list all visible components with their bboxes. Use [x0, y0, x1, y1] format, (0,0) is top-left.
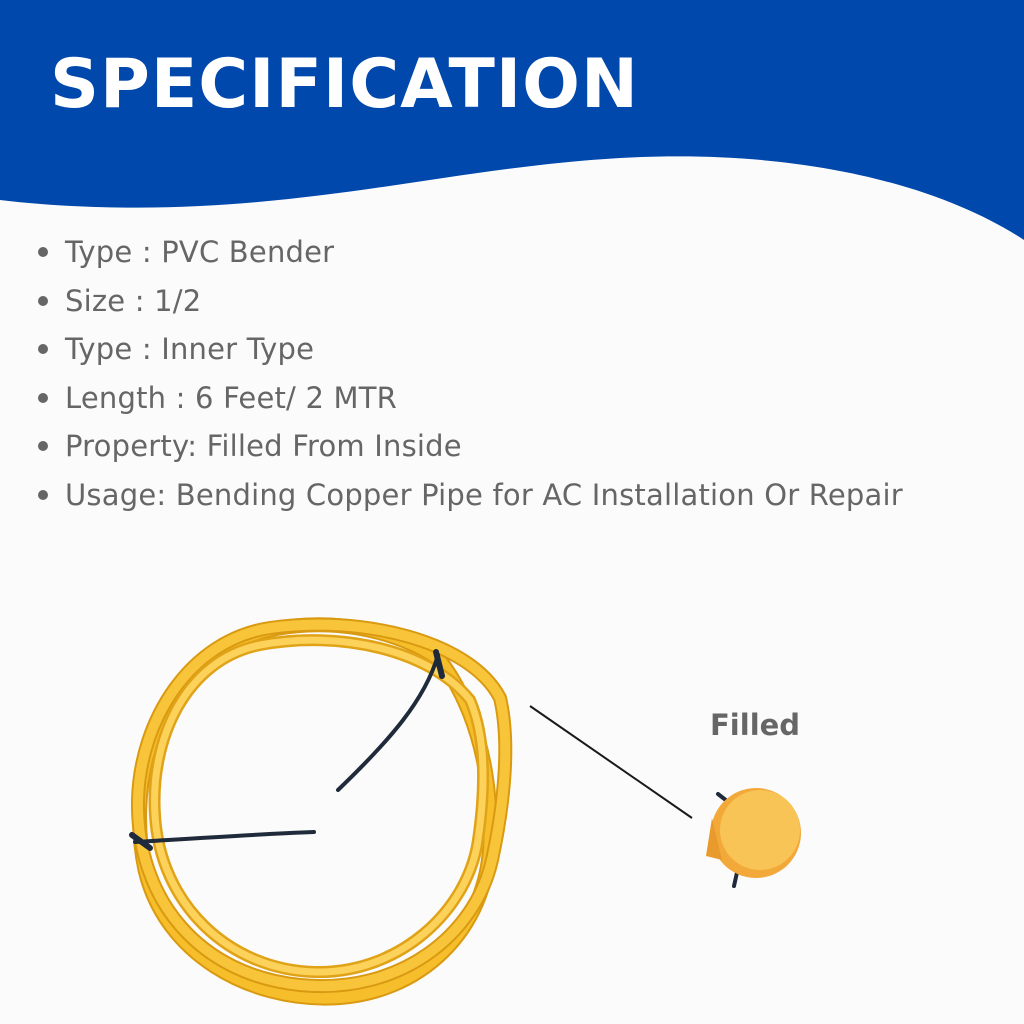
spec-text: Size : 1/2 [65, 283, 202, 318]
spec-item: Type : Inner Type [38, 325, 903, 374]
spec-item: Property: Filled From Inside [38, 422, 903, 471]
bullet-icon [38, 392, 48, 403]
spec-list: Type : PVC Bender Size : 1/2 Type : Inne… [38, 228, 903, 519]
spec-item: Usage: Bending Copper Pipe for AC Instal… [38, 471, 903, 520]
bullet-icon [38, 344, 48, 355]
page-title: SPECIFICATION [50, 45, 639, 124]
spec-text: Property: Filled From Inside [65, 429, 462, 464]
bullet-icon [38, 247, 48, 258]
spec-item: Size : 1/2 [38, 277, 903, 326]
spec-text: Length : 6 Feet/ 2 MTR [65, 380, 397, 415]
bullet-icon [38, 489, 48, 500]
cable-tie [129, 649, 445, 851]
filled-label: Filled [710, 708, 801, 742]
bullet-icon [38, 441, 48, 452]
pipe-coil [130, 617, 513, 1006]
bullet-icon [38, 295, 48, 306]
spec-item: Length : 6 Feet/ 2 MTR [38, 374, 903, 423]
product-illustration [129, 617, 801, 1006]
filled-cross-section [706, 788, 801, 888]
banner-wave [0, 0, 1024, 240]
callout-line [529, 705, 693, 819]
spec-text: Usage: Bending Copper Pipe for AC Instal… [65, 477, 903, 512]
spec-text: Type : Inner Type [65, 332, 315, 367]
header-banner [0, 0, 1024, 240]
spec-text: Type : PVC Bender [65, 235, 335, 270]
spec-item: Type : PVC Bender [38, 228, 903, 277]
